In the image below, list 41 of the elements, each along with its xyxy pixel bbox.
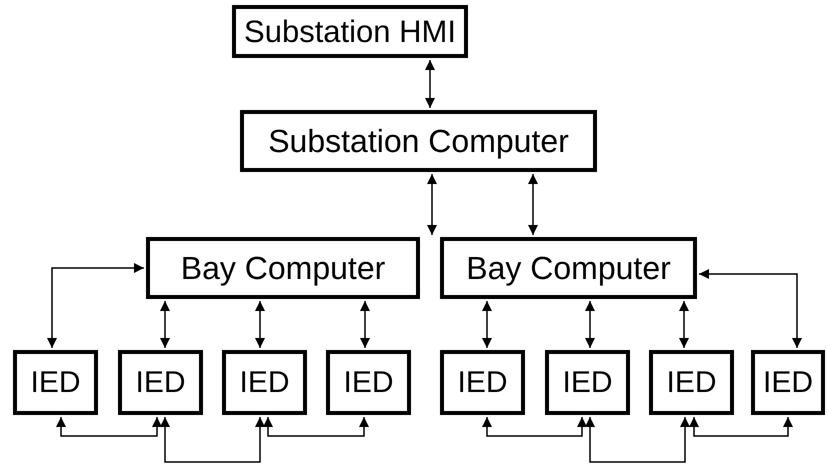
node-label: IED [343,366,394,400]
node-label: IED [562,366,612,400]
arrow [425,60,435,108]
ied-box [13,350,98,415]
ied-box [751,350,825,415]
arrow [482,417,587,437]
arrow [699,269,802,348]
computer-box [146,237,420,299]
arrow [679,301,689,348]
node-label: Bay Computer [466,250,671,286]
ied-box [649,350,734,415]
ied-box [222,350,307,415]
computer-box [240,110,597,172]
node-label: Bay Computer [180,250,386,286]
arrow [528,174,538,235]
node-label: IED [457,366,508,400]
arrow [427,174,437,235]
node-label: IED [30,366,80,400]
node-label: IED [239,366,290,400]
arrow [482,301,492,348]
node-label: IED [135,366,186,400]
ied-box [440,350,525,415]
arrow [689,417,793,437]
node-label: Substation HMI [244,14,456,50]
arrow [360,301,370,348]
ied-box [545,350,630,415]
arrow [56,417,162,437]
node-label: IED [762,366,813,400]
ied-box [118,350,203,415]
arrow [255,301,265,348]
computer-box [232,5,468,58]
arrow [263,417,369,437]
arrow [160,301,170,348]
ied-box [326,350,411,415]
arrow [585,417,690,463]
arrow [585,301,595,348]
node-label: Substation Computer [268,122,569,160]
arrow [160,417,265,463]
node-label: IED [666,366,716,400]
computer-box [440,237,697,299]
arrow [47,263,144,348]
